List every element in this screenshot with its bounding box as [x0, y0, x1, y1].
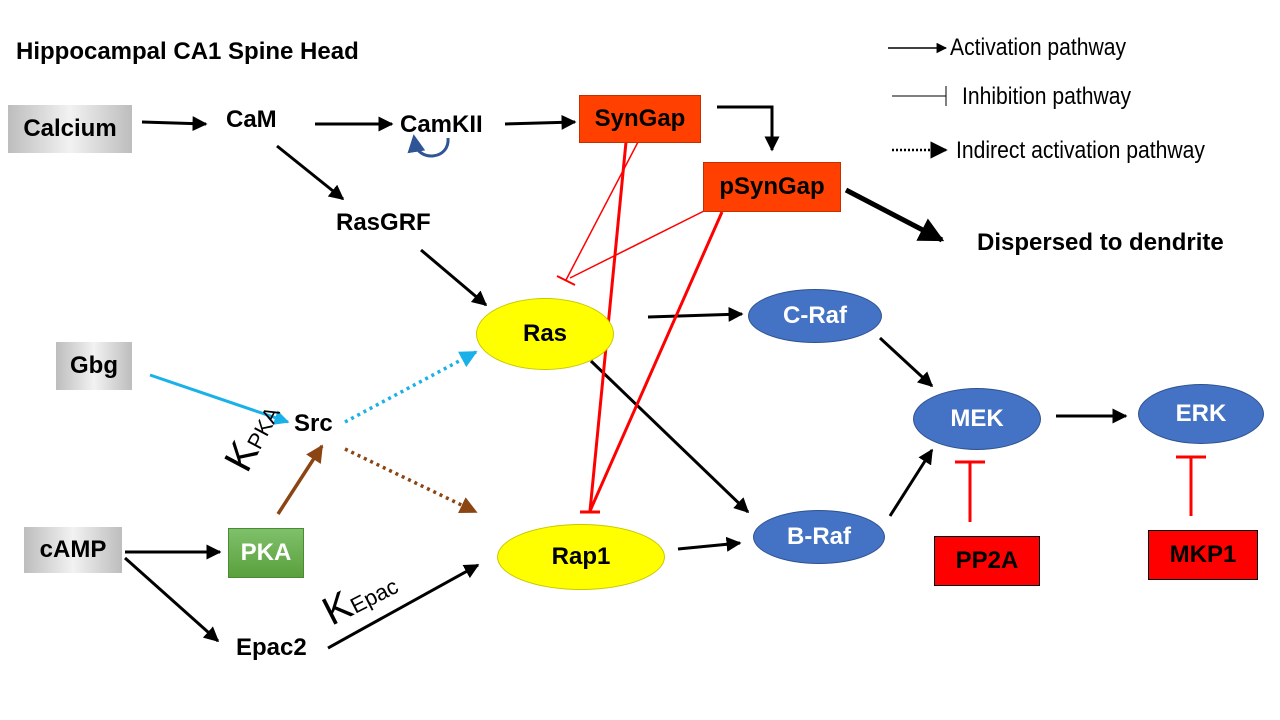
node-rap1: Rap1: [497, 524, 665, 590]
edge-src-ras: [344, 350, 478, 424]
node-braf: B-Raf: [753, 510, 885, 564]
edge-syngap-ras-inhibition: [565, 141, 639, 281]
node-src: Src: [294, 410, 333, 437]
edge-cam-rasgrf: [276, 144, 345, 201]
edge-syngap-psyngap: [717, 105, 780, 152]
node-erk: ERK: [1138, 384, 1264, 444]
edge-craf-mek: [878, 336, 934, 388]
node-rasgrf: RasGRF: [336, 209, 431, 236]
edge-epac2-rap1: [327, 563, 480, 650]
edge-braf-mek: [888, 448, 934, 517]
edge-psyngap-dispersed: [844, 187, 945, 243]
legend-indirect-label: Indirect activation pathway: [956, 137, 1205, 164]
node-mkp1: MKP1: [1148, 530, 1258, 580]
legend-activation-label: Activation pathway: [950, 34, 1127, 61]
node-ras: Ras: [476, 298, 614, 370]
node-pka: PKA: [228, 528, 304, 578]
node-psyngap: pSynGap: [703, 162, 841, 212]
edge-pka-src: [276, 444, 324, 515]
camkii-autophosphorylation-loop: [407, 134, 450, 158]
edge-src-rap1: [344, 447, 478, 514]
edge-psyngap-ras-inhibition: [569, 209, 707, 279]
node-gbg: Gbg: [56, 342, 132, 390]
diagram-title: Hippocampal CA1 Spine Head: [16, 38, 359, 65]
edge-rasgrf-ras: [420, 248, 488, 307]
edge-ras-craf: [647, 306, 744, 322]
node-camp: cAMP: [24, 527, 122, 573]
edge-calcium-cam: [141, 116, 208, 132]
edge-camkii-syngap: [504, 114, 577, 130]
node-cam: CaM: [226, 106, 277, 133]
node-pp2a: PP2A: [934, 536, 1040, 586]
node-epac2: Epac2: [236, 634, 307, 661]
node-syngap: SynGap: [579, 95, 701, 143]
legend-inhibition-label: Inhibition pathway: [962, 83, 1132, 110]
node-mek: MEK: [913, 388, 1041, 450]
edge-gbg-src: [149, 373, 290, 425]
edge-syngap-ras-bar: [556, 275, 576, 286]
node-calcium: Calcium: [8, 105, 132, 153]
edge-camp-epac2: [124, 556, 220, 643]
edge-rap1-braf: [677, 536, 742, 552]
edge-psyngap-rap1-inhibition: [588, 211, 724, 512]
edge-ras-braf: [589, 359, 750, 514]
node-camkii: CamKII: [400, 111, 483, 138]
node-craf: C-Raf: [748, 289, 882, 343]
node-dispersed: Dispersed to dendrite: [977, 229, 1224, 256]
